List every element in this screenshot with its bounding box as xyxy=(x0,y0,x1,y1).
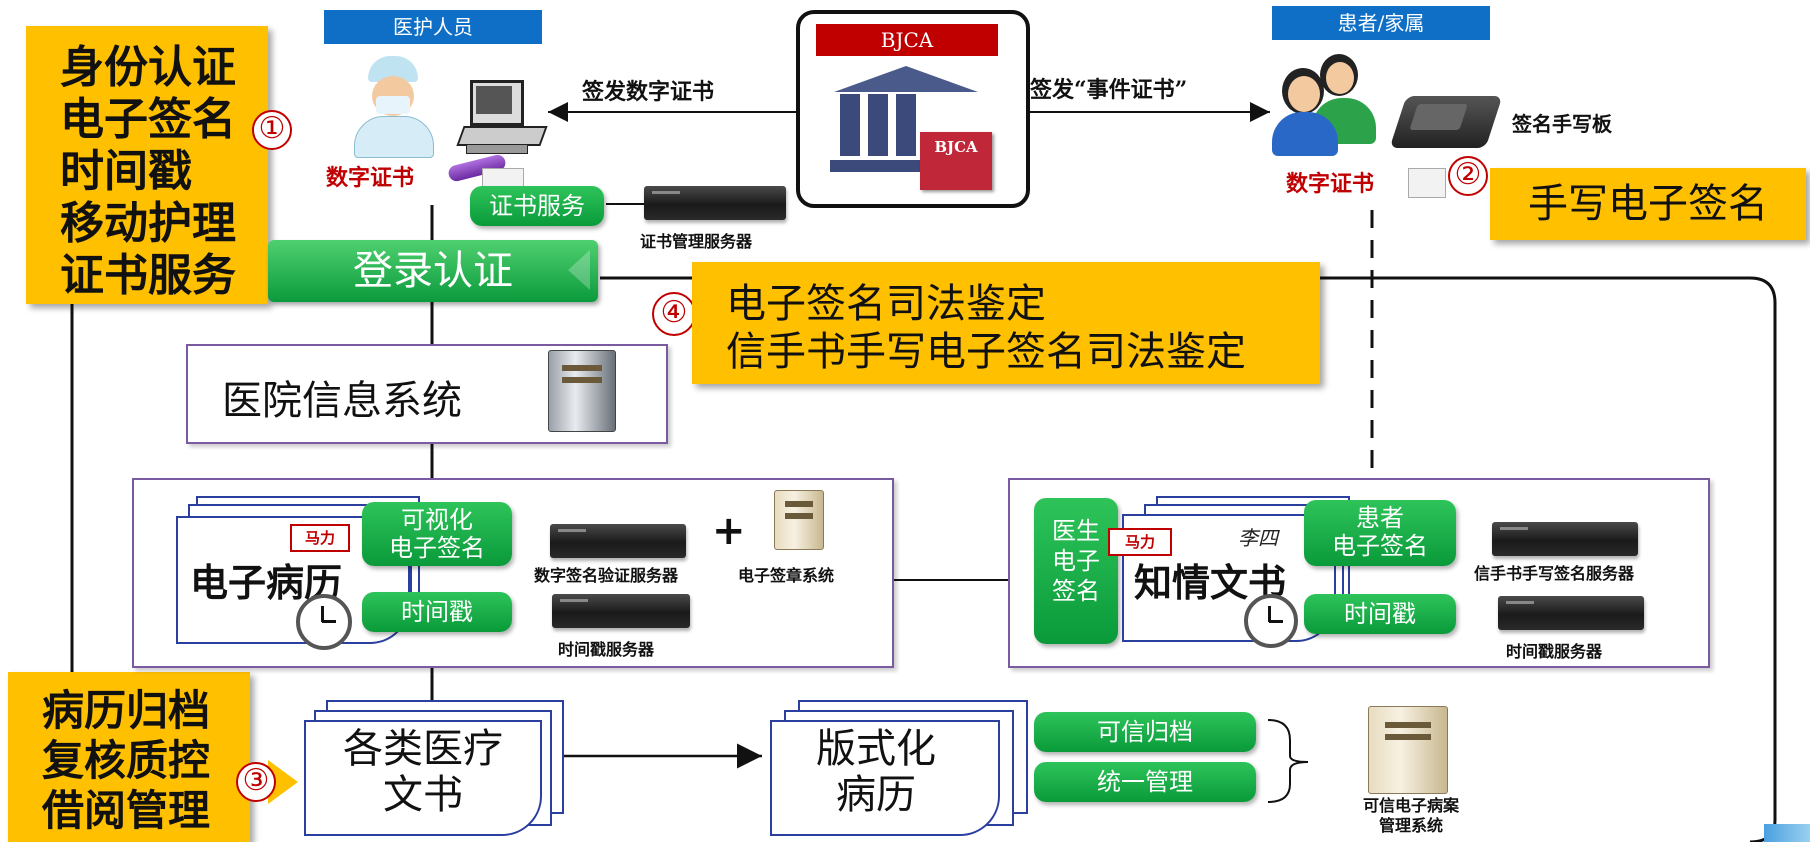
login-auth-banner: 登录认证 xyxy=(268,240,598,302)
feature-item: 身份认证 xyxy=(60,42,236,93)
medical-docs-label: 各类医疗 文书 xyxy=(343,726,503,818)
feature-item: 移动护理 xyxy=(60,198,236,249)
feature-list-bottom: 病历归档 复核质控 借阅管理 xyxy=(8,672,250,842)
feature-item: 借阅管理 xyxy=(42,786,211,835)
trusted-archive-pill: 可信归档 xyxy=(1034,712,1256,752)
his-box: 医院信息系统 xyxy=(186,344,668,444)
cert-service-pill: 证书服务 xyxy=(470,186,604,226)
issue-digital-cert-label: 签发数字证书 xyxy=(582,79,715,105)
bjca-authority: BJCA BJCA xyxy=(796,10,1030,208)
feature-item: 时间戳 xyxy=(60,146,192,197)
archive-system-label: 可信电子病案 管理系统 xyxy=(1362,796,1459,835)
feature-item: 证书服务 xyxy=(60,250,236,301)
issue-event-cert-label: 签发“事件证书” xyxy=(1030,77,1188,103)
patient-header: 患者/家属 xyxy=(1272,6,1490,40)
doctor-icon xyxy=(352,56,434,158)
signature-pad-icon xyxy=(1389,96,1503,148)
computer-icon xyxy=(456,80,548,156)
consent-box: 医生 电子 签名 马力 李四 知情文书 患者 电子签名 信手书手写签名服务器 时… xyxy=(1008,478,1710,668)
layout-records-label: 版式化 病历 xyxy=(816,726,936,818)
certificate-icon xyxy=(1408,168,1446,198)
bjca-title: BJCA xyxy=(816,24,998,56)
hw-sign-server-icon xyxy=(1492,522,1638,556)
unified-mgmt-pill: 统一管理 xyxy=(1034,762,1256,802)
emr-ts-server-icon xyxy=(552,594,690,628)
patient-esign-pill: 患者 电子签名 xyxy=(1304,500,1456,566)
visual-esign-pill: 可视化 电子签名 xyxy=(362,502,512,566)
feature-item: 病历归档 xyxy=(42,686,211,735)
emr-box: 马力 电子病历 可视化 电子签名 数字签名验证服务器 + 电子签章系统 时间戳 … xyxy=(132,478,894,668)
step-4-badge: ④ xyxy=(652,292,696,336)
handwrite-esign-box: 手写电子签名 xyxy=(1490,168,1806,240)
clock-icon xyxy=(1244,594,1298,648)
emr-ts-server-label: 时间戳服务器 xyxy=(558,640,655,659)
medical-staff-header: 医护人员 xyxy=(324,10,542,44)
handwritten-signature: 李四 xyxy=(1238,526,1278,550)
verify-server-icon xyxy=(550,524,686,558)
verify-server-label: 数字签名验证服务器 xyxy=(534,566,679,585)
cert-mgmt-server-label: 证书管理服务器 xyxy=(640,232,753,251)
step-3-badge: ③ xyxy=(236,762,276,802)
cert-mgmt-server-icon xyxy=(644,186,786,220)
login-auth-label: 登录认证 xyxy=(353,248,513,294)
consent-ts-server-label: 时间戳服务器 xyxy=(1506,642,1603,661)
seal-system-label: 电子签章系统 xyxy=(738,566,835,585)
bank-roof-icon xyxy=(834,66,978,92)
doctor-esign-pill: 医生 电子 签名 xyxy=(1034,498,1118,644)
plus-sign: + xyxy=(712,508,746,554)
consent-stamp: 马力 xyxy=(1108,528,1172,556)
clock-icon xyxy=(296,594,352,650)
feature-item: 电子签名 xyxy=(60,94,236,145)
emr-timestamp-pill: 时间戳 xyxy=(362,592,512,632)
his-label: 医院信息系统 xyxy=(222,378,462,424)
consent-timestamp-pill: 时间戳 xyxy=(1304,594,1456,634)
feature-item: 复核质控 xyxy=(42,736,211,785)
patient-family-icon xyxy=(1272,54,1392,156)
signature-pad-label: 签名手写板 xyxy=(1512,112,1612,136)
patient-cert-label: 数字证书 xyxy=(1286,171,1375,197)
step-2-badge: ② xyxy=(1448,156,1488,196)
layout-records: 版式化 病历 xyxy=(770,720,1000,836)
judicial-line: 电子签名司法鉴定 xyxy=(726,281,1046,327)
his-server-icon xyxy=(548,350,616,432)
medical-docs: 各类医疗 文书 xyxy=(304,720,542,836)
staff-cert-label: 数字证书 xyxy=(326,165,415,191)
consent-ts-server-icon xyxy=(1498,596,1644,630)
hw-sign-server-label: 信手书手写签名服务器 xyxy=(1474,564,1635,583)
feature-list-top: 身份认证 电子签名 时间戳 移动护理 证书服务 xyxy=(26,26,268,304)
bjca-badge: BJCA xyxy=(920,132,992,190)
corner-decoration xyxy=(1764,824,1810,842)
seal-system-server-icon xyxy=(774,490,824,550)
judicial-appraisal-box: 电子签名司法鉴定 信手书手写电子签名司法鉴定 xyxy=(692,262,1320,384)
step-1-badge: ① xyxy=(252,110,292,150)
archive-server-icon xyxy=(1368,706,1448,794)
emr-stamp: 马力 xyxy=(290,524,350,552)
judicial-line: 信手书手写电子签名司法鉴定 xyxy=(726,329,1246,375)
